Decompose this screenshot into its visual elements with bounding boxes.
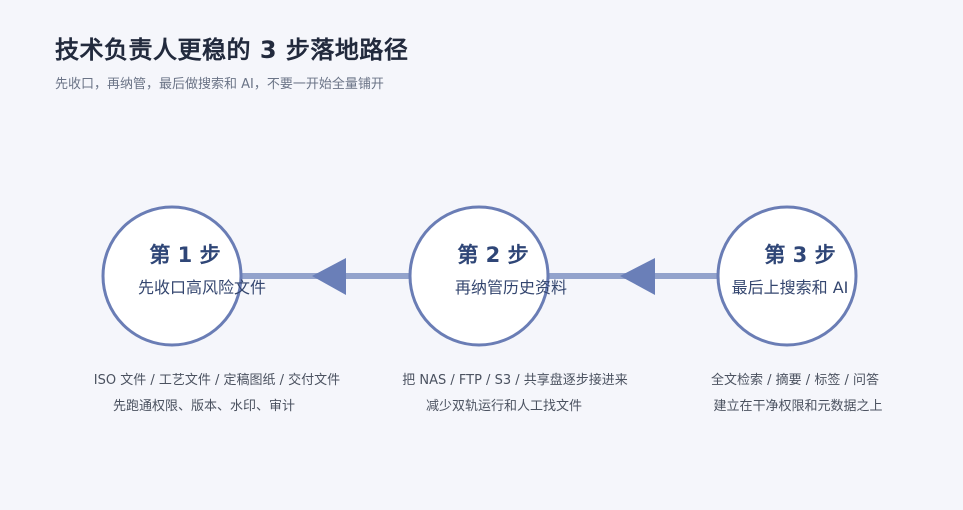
step-label: 第 2 步: [457, 243, 528, 267]
step-name: 先收口高风险文件: [138, 278, 266, 297]
step-caption: 先跑通权限、版本、水印、审计: [113, 398, 295, 414]
step-caption: 全文检索 / 摘要 / 标签 / 问答: [711, 372, 879, 388]
page-title: 技术负责人更稳的 3 步落地路径: [55, 36, 409, 64]
step-caption: 建立在干净权限和元数据之上: [713, 398, 882, 414]
arrow-left-icon: [620, 258, 655, 295]
step-caption: 把 NAS / FTP / S3 / 共享盘逐步接进来: [402, 372, 628, 388]
step-name: 最后上搜索和 AI: [732, 278, 849, 297]
step-1: 第 1 步 先收口高风险文件 ISO 文件 / 工艺文件 / 定稿图纸 / 交付…: [94, 205, 340, 414]
step-circle: [408, 205, 550, 347]
step-label: 第 3 步: [764, 243, 835, 267]
step-label: 第 1 步: [149, 243, 220, 267]
step-circle: [101, 205, 243, 347]
step-caption: ISO 文件 / 工艺文件 / 定稿图纸 / 交付文件: [94, 372, 340, 388]
step-caption: 减少双轨运行和人工找文件: [426, 399, 582, 414]
step-2: 第 2 步 再纳管历史资料 把 NAS / FTP / S3 / 共享盘逐步接进…: [402, 205, 628, 414]
step-name: 再纳管历史资料: [455, 278, 567, 297]
step-circle: [716, 205, 858, 347]
step-3: 第 3 步 最后上搜索和 AI 全文检索 / 摘要 / 标签 / 问答 建立在干…: [711, 205, 883, 414]
page-subtitle: 先收口，再纳管，最后做搜索和 AI，不要一开始全量铺开: [55, 77, 384, 92]
arrow-left-icon: [312, 258, 346, 295]
